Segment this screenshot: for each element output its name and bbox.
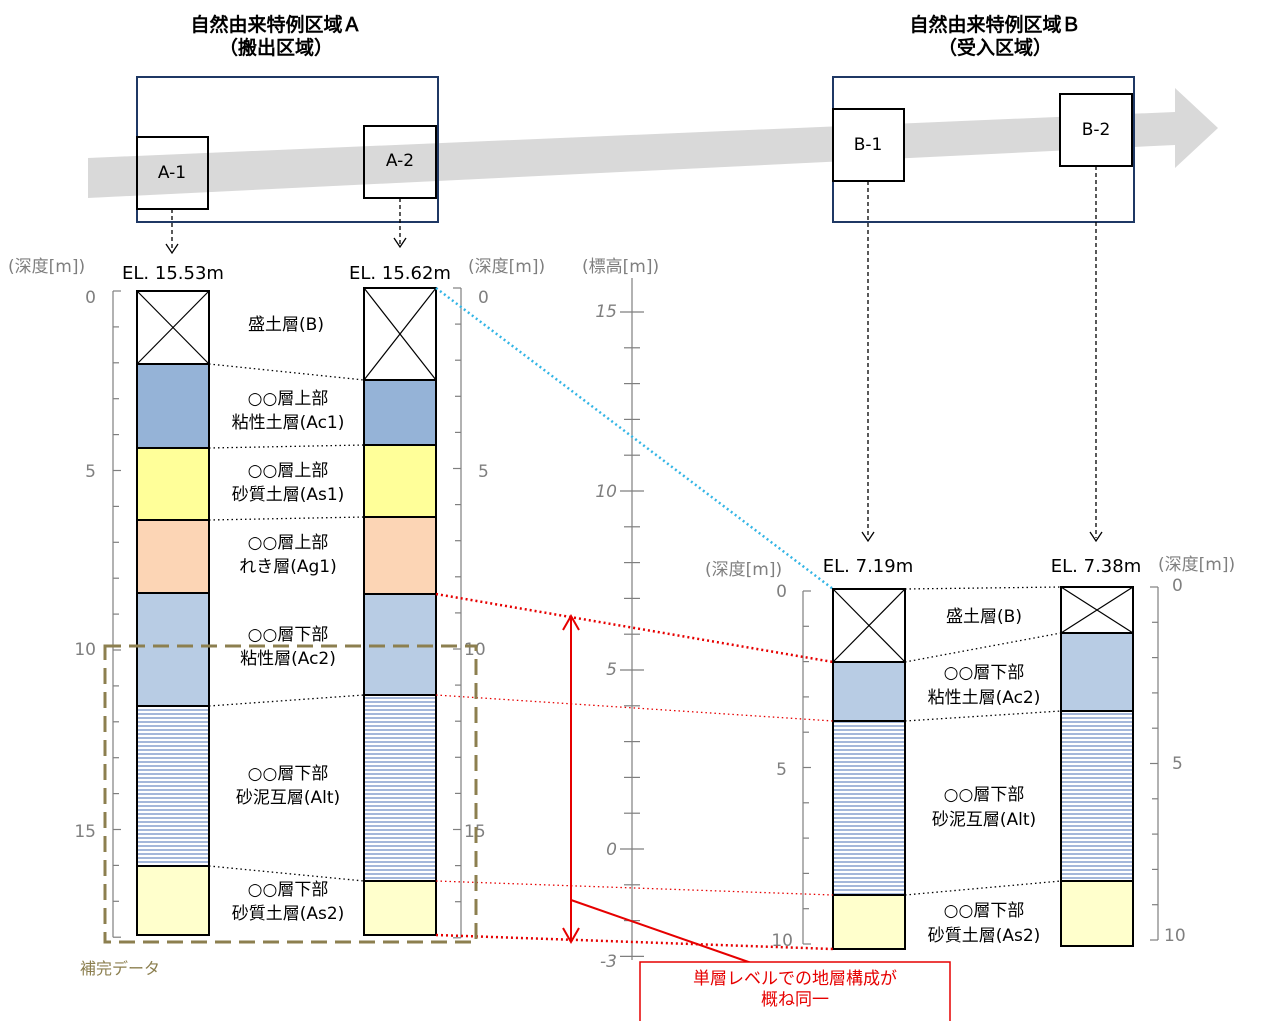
elevation-tick-minus3: -3 (600, 952, 617, 972)
label-a-fill: 盛土層(B) (248, 315, 324, 335)
layer-a1-as1 (136, 447, 210, 521)
layer-a2-as2 (363, 880, 437, 936)
label-a-as1-1: ○○層上部 (248, 461, 329, 481)
borehole-a1 (136, 290, 210, 936)
depth-tick-a2-5: 5 (478, 462, 489, 482)
label-a-ac1-1: ○○層上部 (248, 389, 329, 409)
layer-b2-as2 (1060, 880, 1134, 947)
layer-labels-a: 盛土層(B) ○○層上部 粘性土層(Ac1) ○○層上部 砂質土層(As1) ○… (232, 315, 345, 924)
depth-tick-a2-0: 0 (478, 288, 489, 308)
layer-b2-alt (1060, 710, 1134, 882)
elevation-b1: EL. 7.19m (823, 556, 913, 577)
ground-surface-link (435, 287, 834, 590)
layer-a1-ac2 (136, 592, 210, 707)
label-a-as2-2: 砂質土層(As2) (232, 904, 345, 924)
depth-axis-label-a1: (深度[m]) (8, 257, 85, 277)
label-a-ag1-2: れき層(Ag1) (239, 557, 337, 577)
depth-axis-label-b1: (深度[m]) (705, 560, 782, 580)
elevation-scale (620, 278, 644, 960)
depth-tick-b2-5: 5 (1172, 754, 1183, 774)
depth-tick-b1-0: 0 (776, 582, 787, 602)
depth-scale-a1 (112, 290, 121, 938)
callout-line1: 単層レベルでの地層構成が (693, 969, 897, 989)
layer-b1-as2 (832, 894, 906, 950)
layer-a1-as2 (136, 865, 210, 936)
label-b-as2-1: ○○層下部 (944, 901, 1025, 921)
layer-a2-as1 (363, 444, 437, 518)
label-a-ag1-1: ○○層上部 (248, 533, 329, 553)
point-a1-label: A-1 (158, 163, 186, 183)
borehole-b2 (1060, 586, 1134, 947)
layer-b1-ac2 (832, 661, 906, 722)
layer-correlation-lines (208, 363, 1062, 896)
region-b-subtitle: （受入区域） (938, 36, 1052, 59)
supplement-data-label: 補完データ (80, 959, 160, 978)
label-a-ac2-2: 粘性層(Ac2) (240, 649, 336, 669)
range-double-arrow (562, 613, 761, 967)
depth-tick-a1-5: 5 (85, 462, 96, 482)
layer-a2-ag1 (363, 516, 437, 595)
supplement-data-box (103, 644, 478, 944)
point-a2-label: A-2 (386, 151, 414, 171)
layer-a1-ac1 (136, 363, 210, 449)
borehole-a2 (363, 287, 437, 936)
transfer-arrow (88, 88, 1218, 198)
label-a-alt-1: ○○層下部 (248, 764, 329, 784)
layer-a1-alt (136, 705, 210, 867)
label-b-as2-2: 砂質土層(As2) (928, 926, 1041, 946)
depth-axis-label-a2: (深度[m]) (468, 257, 545, 277)
label-b-alt-2: 砂泥互層(Alt) (932, 810, 1036, 830)
depth-axis-label-b2: (深度[m]) (1158, 555, 1235, 575)
elevation-b2: EL. 7.38m (1051, 556, 1141, 577)
point-b2: B-2 (1059, 93, 1133, 167)
depth-tick-a1-10: 10 (74, 640, 96, 660)
layer-a2-ac1 (363, 379, 437, 446)
depth-scale-b2 (1150, 586, 1159, 941)
depth-tick-b1-5: 5 (776, 760, 787, 780)
layer-labels-b: 盛土層(B) ○○層下部 粘性土層(Ac2) ○○層下部 砂泥互層(Alt) ○… (928, 607, 1041, 946)
point-b2-label: B-2 (1082, 120, 1111, 140)
region-b-title: 自然由来特例区域Ｂ (909, 13, 1080, 36)
label-a-as1-2: 砂質土層(As1) (232, 485, 345, 505)
label-a-ac1-2: 粘性土層(Ac1) (232, 413, 345, 433)
elevation-tick-15: 15 (595, 302, 617, 322)
layer-b2-ac2 (1060, 632, 1134, 712)
elevation-a1: EL. 15.53m (122, 263, 224, 284)
region-a-subtitle: （搬出区域） (219, 36, 333, 59)
label-b-ac2-1: ○○層下部 (944, 663, 1025, 683)
label-b-alt-1: ○○層下部 (944, 785, 1025, 805)
arrowheads (165, 237, 1103, 543)
elevation-axis-label: (標高[m]) (582, 257, 659, 277)
borehole-b1 (832, 588, 906, 950)
layer-a2-alt (363, 694, 437, 882)
layer-a1-ag1 (136, 519, 210, 594)
elevation-a2: EL. 15.62m (349, 263, 451, 284)
depth-scale-b1 (802, 590, 811, 945)
label-b-fill: 盛土層(B) (946, 607, 1022, 627)
depth-tick-b2-0: 0 (1172, 576, 1183, 596)
region-a-title: 自然由来特例区域Ａ (190, 13, 361, 36)
label-a-alt-2: 砂泥互層(Alt) (236, 788, 340, 808)
point-b1: B-1 (832, 108, 905, 182)
elevation-tick-10: 10 (595, 482, 617, 502)
point-b1-label: B-1 (854, 135, 883, 155)
callout-line2: 概ね同一 (761, 990, 829, 1010)
depth-scale-a2 (453, 287, 462, 939)
point-arrows (171, 166, 1097, 538)
label-a-ac2-1: ○○層下部 (248, 625, 329, 645)
callout-box: 単層レベルでの地層構成が 概ね同一 (639, 961, 951, 1021)
depth-tick-a1-15: 15 (74, 822, 96, 842)
label-a-as2-1: ○○層下部 (248, 880, 329, 900)
label-b-ac2-2: 粘性土層(Ac2) (928, 688, 1041, 708)
elevation-tick-5: 5 (606, 660, 617, 680)
elevation-correlation-lines (435, 592, 834, 951)
depth-tick-a1-0: 0 (85, 288, 96, 308)
depth-tick-b2-10: 10 (1164, 926, 1186, 946)
layer-b1-alt (832, 720, 906, 896)
elevation-tick-0: 0 (606, 840, 617, 860)
